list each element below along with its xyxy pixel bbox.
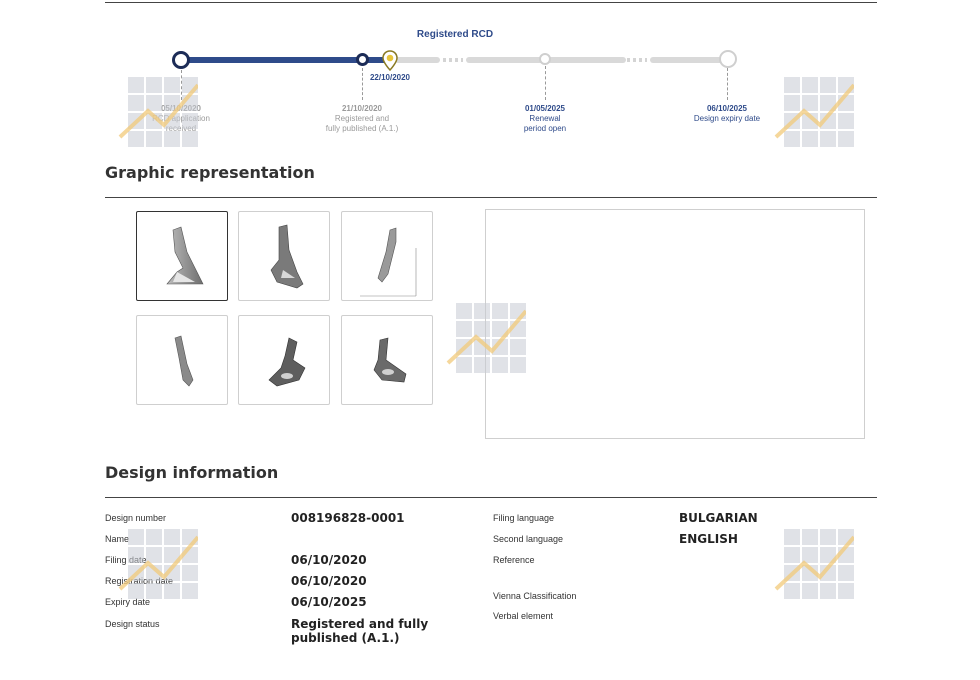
design-view-image — [268, 337, 306, 387]
timeline-track — [650, 57, 726, 63]
milestone-connector — [727, 68, 728, 100]
value-design-status: Registered and fully published (A.1.) — [291, 617, 429, 645]
design-view-thumbnail[interactable] — [136, 211, 228, 301]
milestone-connector — [545, 66, 546, 100]
watermark-chart-icon — [774, 77, 854, 147]
design-preview-panel — [485, 209, 865, 439]
label-vienna-classification: Vienna Classification — [493, 591, 577, 601]
milestone-node-start — [172, 51, 190, 69]
timeline-track — [395, 57, 440, 63]
watermark-chart-icon — [118, 529, 198, 599]
label-reference: Reference — [493, 555, 535, 565]
value-second-language: ENGLISH — [679, 532, 738, 546]
label-design-number: Design number — [105, 513, 167, 523]
value-expiry-date: 06/10/2025 — [291, 595, 367, 609]
location-pin-icon — [382, 50, 398, 72]
watermark-chart-icon — [118, 77, 198, 147]
design-view-image — [373, 337, 407, 383]
value-filing-date: 06/10/2020 — [291, 553, 367, 567]
design-view-thumbnail[interactable] — [341, 211, 433, 301]
watermark-chart-icon — [446, 303, 526, 373]
label-verbal-element: Verbal element — [493, 611, 554, 621]
section-title-design-info: Design information — [105, 463, 279, 482]
design-view-thumbnail[interactable] — [238, 315, 330, 405]
milestone-label: 05/10/2020 RCD application received — [152, 104, 210, 133]
design-view-thumbnail[interactable] — [238, 211, 330, 301]
timeline-gap — [443, 58, 463, 62]
value-design-number: 008196828-0001 — [291, 511, 405, 525]
timeline-title: Registered RCD — [416, 29, 494, 40]
timeline-progress-bar — [182, 57, 388, 63]
label-expiry-date: Expiry date — [105, 597, 151, 607]
milestone-node-expiry — [719, 50, 737, 68]
milestone-label: 21/10/2020 Registered and fully publishe… — [325, 104, 399, 133]
milestone-label: 06/10/2025 Design expiry date — [693, 104, 761, 123]
milestone-node-registered — [356, 53, 369, 66]
milestone-connector — [362, 68, 363, 100]
design-view-thumbnail[interactable] — [136, 315, 228, 405]
milestone-node-renewal — [539, 53, 551, 65]
design-view-image — [360, 227, 417, 297]
label-name: Name — [105, 534, 130, 544]
top-divider — [105, 2, 877, 3]
section-divider — [105, 197, 877, 198]
label-filing-language: Filing language — [493, 513, 555, 523]
label-second-language: Second language — [493, 534, 564, 544]
milestone-connector — [181, 70, 182, 100]
label-filing-date: Filing date — [105, 555, 147, 565]
design-view-thumbnail[interactable] — [341, 315, 433, 405]
timeline-gap — [627, 58, 647, 62]
label-design-status: Design status — [105, 619, 160, 629]
design-view-image — [166, 226, 204, 285]
value-filing-language: BULGARIAN — [679, 511, 758, 525]
current-date: 22/10/2020 — [369, 73, 411, 82]
design-view-image — [270, 224, 304, 289]
watermark-chart-icon — [774, 529, 854, 599]
milestone-label: 01/05/2025 Renewal period open — [523, 104, 567, 133]
design-view-image — [174, 335, 194, 387]
section-divider — [105, 497, 877, 498]
section-title-graphic: Graphic representation — [105, 163, 315, 182]
value-registration-date: 06/10/2020 — [291, 574, 367, 588]
